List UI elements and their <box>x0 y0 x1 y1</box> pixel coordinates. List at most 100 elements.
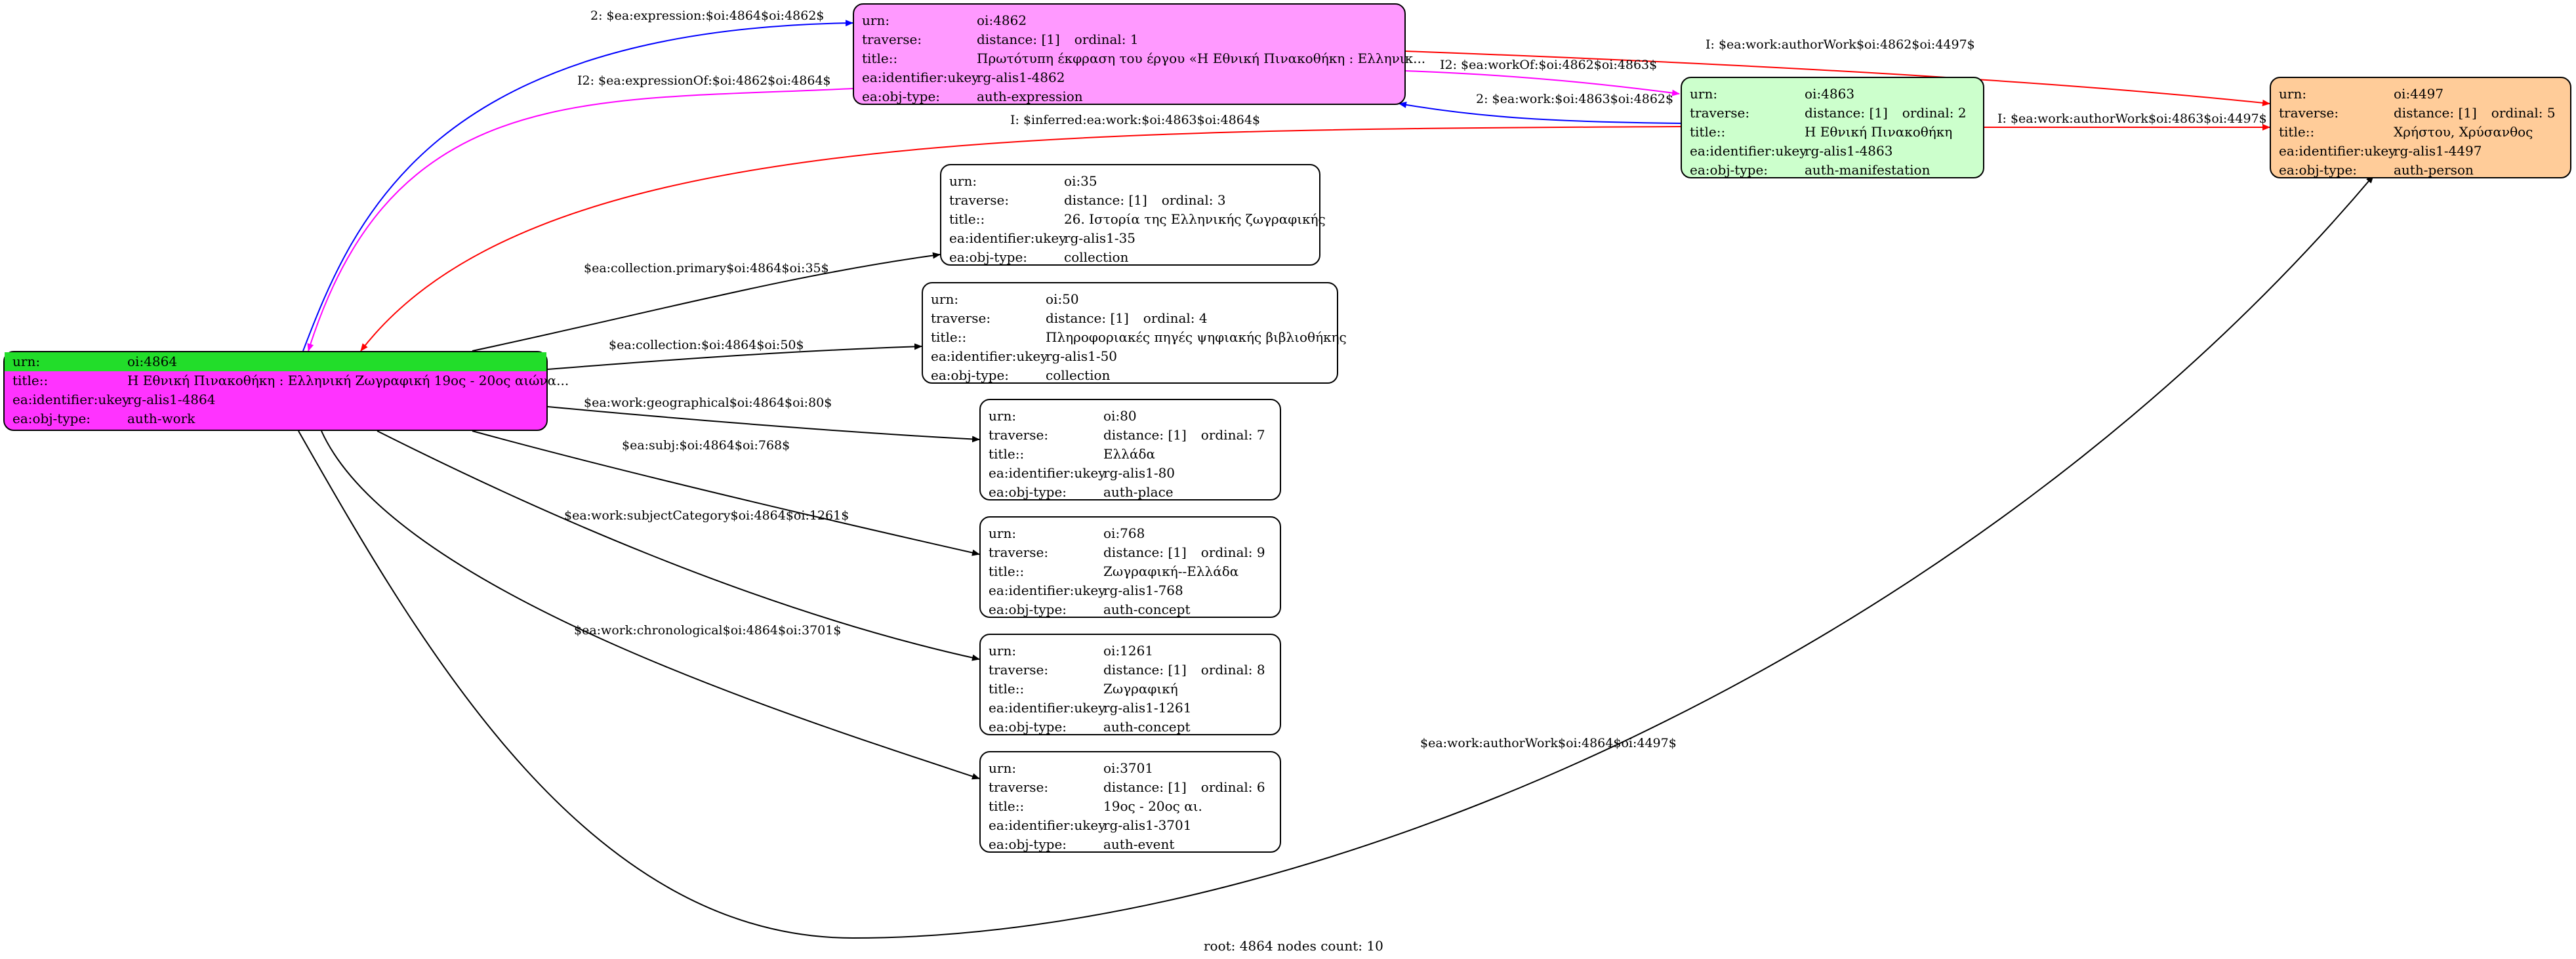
node-row-value-text: distance: [1] <box>1046 310 1129 326</box>
edge-label: I2: $ea:expressionOf:$oi:4862$oi:4864$ <box>577 73 831 88</box>
node-row-key: traverse: <box>989 662 1049 678</box>
node-row-key: title:: <box>931 329 967 345</box>
node-row-key: urn: <box>989 525 1017 541</box>
node-row-value-text: oi:4497 <box>2394 86 2444 102</box>
node-row-value-text: collection <box>1064 249 1129 265</box>
node-row: urn:oi:4864 <box>5 352 546 371</box>
node-row-key: ea:identifier:ukey <box>989 817 1106 833</box>
node-row-value: distance: [1]ordinal: 5 <box>2394 104 2556 123</box>
node-row: ea:obj-type:auth-manifestation <box>1690 161 1975 180</box>
node-row: title::Πρωτότυπη έκφραση του έργου «Η Εθ… <box>862 49 1425 68</box>
edge-label: $ea:collection:$oi:4864$oi:50$ <box>609 338 804 352</box>
node-row-key: ea:identifier:ukey <box>949 230 1067 246</box>
node-row-value-text: auth-person <box>2394 162 2474 178</box>
node-ordinal: ordinal: 8 <box>1200 662 1265 678</box>
node-row-key: urn: <box>989 643 1017 659</box>
node-row-key: ea:obj-type: <box>989 836 1067 852</box>
edge-label: I: $inferred:ea:work:$oi:4863$oi:4864$ <box>1010 113 1261 127</box>
node-row-value: auth-expression <box>977 87 1083 106</box>
node-row-value-text: auth-manifestation <box>1805 162 1931 178</box>
node-row-key: ea:identifier:ukey <box>12 392 130 407</box>
node-row-value-text: oi:4864 <box>127 354 178 369</box>
node-row-value: auth-place <box>1103 483 1174 502</box>
edge-4864-3701 <box>321 430 980 780</box>
node-ordinal: ordinal: 2 <box>1902 105 1967 121</box>
node-row-value: 26. Ιστορία της Ελληνικής ζωγραφικής <box>1064 210 1326 229</box>
node-row: ea:obj-type:auth-place <box>989 483 1272 502</box>
node-row-value: rg-alis1-4864 <box>127 390 215 409</box>
node-row-value-text: distance: [1] <box>1103 779 1187 795</box>
edge-4864-80 <box>547 406 980 443</box>
edge-4864-35 <box>472 252 941 352</box>
node-row: traverse:distance: [1]ordinal: 9 <box>989 543 1272 562</box>
node-row-value-text: rg-alis1-4864 <box>127 392 216 407</box>
node-row-value-text: Ζωγραφική--Ελλάδα <box>1103 563 1239 579</box>
node-row-value-text: 19ος - 20ος αι. <box>1103 798 1202 814</box>
node-row-value-text: oi:35 <box>1064 173 1097 189</box>
edge-4862-4864 <box>307 88 853 352</box>
node-row-value-text: Ελλάδα <box>1103 446 1156 462</box>
node-row-value-text: oi:4863 <box>1805 86 1855 102</box>
node-row-value: rg-alis1-4862 <box>977 68 1065 87</box>
node-row: ea:obj-type:auth-person <box>2279 161 2562 180</box>
node-row: title::Ελλάδα <box>989 445 1272 464</box>
node-row-value-text: Πληροφοριακές πηγές ψηφιακής βιβλιοθήκης <box>1046 329 1347 345</box>
node-ordinal: ordinal: 5 <box>2491 105 2556 121</box>
node-row: urn:oi:35 <box>949 172 1311 191</box>
node-row-value-text: rg-alis1-50 <box>1046 348 1118 364</box>
node-row: ea:obj-type:auth-expression <box>862 87 1397 106</box>
node-row-value-text: distance: [1] <box>977 31 1060 47</box>
node-row-key: urn: <box>931 291 959 307</box>
node-row-value: oi:4497 <box>2394 85 2443 104</box>
node-row: traverse:distance: [1]ordinal: 5 <box>2279 104 2562 123</box>
node-row: ea:obj-type:auth-concept <box>989 600 1272 619</box>
node-row-value: oi:768 <box>1103 524 1145 543</box>
node-row-value-text: Ζωγραφική <box>1103 681 1178 697</box>
node-row-value: Ζωγραφική <box>1103 680 1178 699</box>
node-row-key: title:: <box>862 51 898 66</box>
node-row: traverse:distance: [1]ordinal: 3 <box>949 191 1311 210</box>
node-row: urn:oi:4497 <box>2279 85 2562 104</box>
node-row-value: rg-alis1-4863 <box>1805 142 1892 161</box>
edge-4864-4497 <box>298 175 2374 939</box>
node-row-value: Η Εθνική Πινακοθήκη : Ελληνική Ζωγραφική… <box>127 371 569 390</box>
edge-4864-50 <box>547 343 922 370</box>
edge-4864-1261 <box>377 430 980 661</box>
node-row-value: distance: [1] ordinal: 4 <box>1046 309 1208 328</box>
node-row-value-text: collection <box>1046 367 1111 383</box>
node-row-key: traverse: <box>989 544 1049 560</box>
node-row-value: 19ος - 20ος αι. <box>1103 797 1202 816</box>
node-row-key: ea:identifier:ukey <box>2279 143 2396 159</box>
node-row-value-text: rg-alis1-35 <box>1064 230 1136 246</box>
node-ordinal: ordinal: 4 <box>1143 310 1208 326</box>
node-row-value: auth-concept <box>1103 600 1190 619</box>
node-row-value-text: rg-alis1-80 <box>1103 465 1176 481</box>
node-row-value: Ζωγραφική--Ελλάδα <box>1103 562 1238 581</box>
node-row-value-text: Πρωτότυπη έκφραση του έργου «Η Εθνική Πι… <box>977 51 1426 66</box>
node-row-key: ea:obj-type: <box>12 411 91 426</box>
node-row: urn:oi:1261 <box>989 642 1272 661</box>
node-row-key: title:: <box>989 446 1025 462</box>
node-row-value: Πρωτότυπη έκφραση του έργου «Η Εθνική Πι… <box>977 49 1425 68</box>
node-row-key: title:: <box>2279 124 2315 140</box>
node-row-key: title:: <box>989 798 1025 814</box>
node-row: traverse:distance: [1]ordinal: 4 <box>931 309 1329 328</box>
node-row-key: traverse: <box>1690 105 1750 121</box>
node-row-value: auth-person <box>2394 161 2474 180</box>
node-row-value: rg-alis1-3701 <box>1103 816 1191 835</box>
node-row-key: urn: <box>989 760 1017 776</box>
